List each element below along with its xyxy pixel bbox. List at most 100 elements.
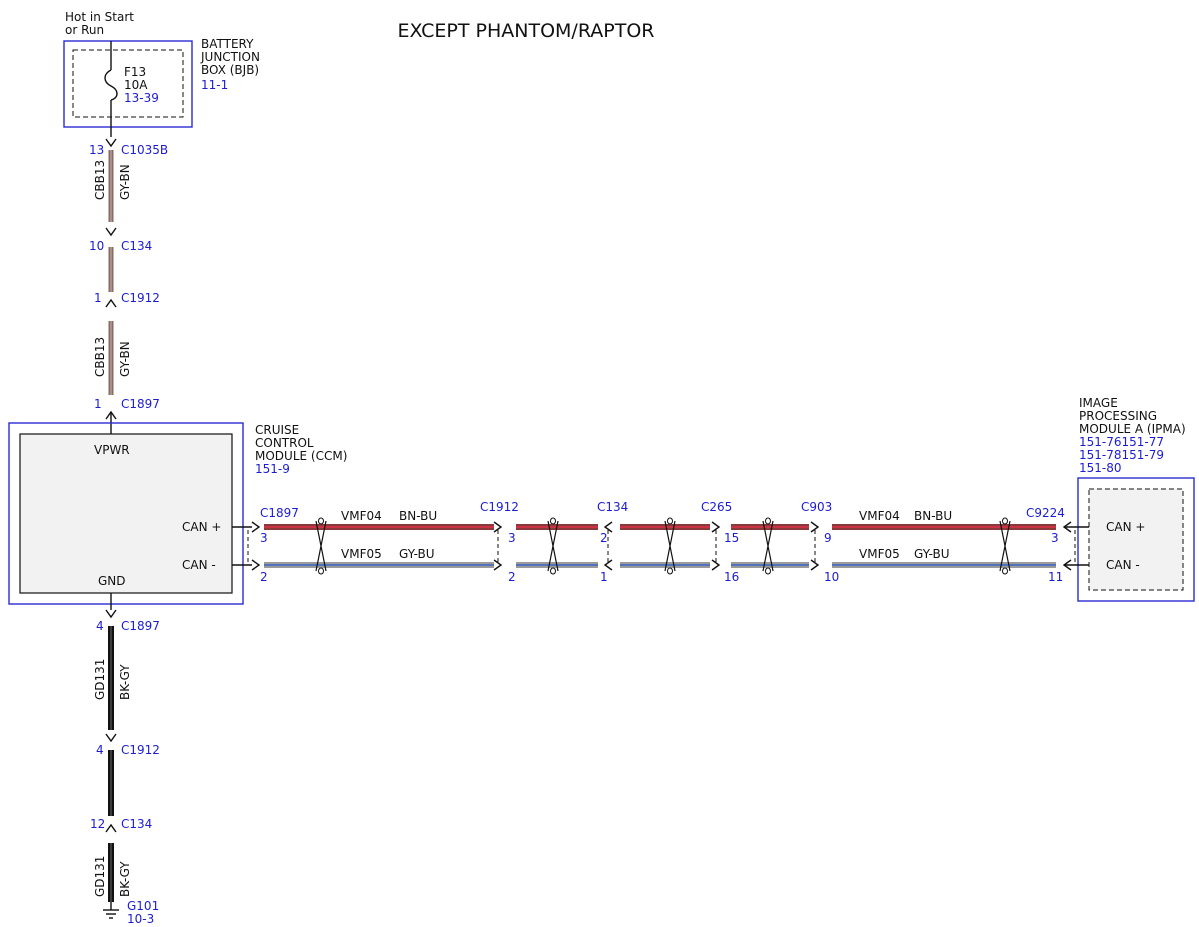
connector-arrow-left: [603, 521, 613, 533]
power-circuit-id-2: CBB13: [93, 337, 107, 377]
ccm-name-3: MODULE (CCM): [255, 449, 347, 463]
power-circuit-id-1: CBB13: [93, 160, 107, 200]
ipma-ref-3: 151-80: [1079, 461, 1122, 475]
can-conn-name-c9224: C9224: [1026, 506, 1065, 520]
power-source-label-1: Hot in Start: [65, 10, 134, 24]
can-conn-name-c903: C903: [801, 500, 832, 514]
power-source-label-2: or Run: [65, 23, 104, 37]
conn-name-c1035b: C1035B: [121, 143, 168, 157]
ipma-body: [1088, 488, 1184, 591]
ipma-outline: [1077, 477, 1195, 602]
ground-id: G101: [127, 899, 159, 913]
can-conn-plus-pin-c1897: 3: [260, 531, 268, 545]
ipma-pin-can-minus: CAN -: [1106, 558, 1140, 572]
connector-arrow-right: [251, 521, 261, 533]
can-conn-plus-pin-c134: 2: [600, 531, 608, 545]
ipma-name-3: MODULE A (IPMA): [1079, 422, 1186, 436]
can-bus: C1897 3 2 C1912 3 2 C134 2 1 C265 15 16 …: [232, 500, 1089, 584]
can-minus-circuit-1: VMF05: [341, 547, 382, 561]
can-conn-name-c1897: C1897: [260, 506, 299, 520]
ccm-pin-gnd: GND: [98, 574, 126, 588]
bjb-inner-dashed: [72, 49, 184, 118]
ccm-body: [19, 433, 233, 594]
connector-arrow-up: [105, 298, 117, 308]
ipma-name-2: PROCESSING: [1079, 409, 1157, 423]
twisted-pair-symbol: [762, 520, 774, 572]
can-conn-plus-pin-c265: 15: [724, 531, 739, 545]
gnd-conn-name-c1897: C1897: [121, 619, 160, 633]
can-minus-color-1: GY-BU: [399, 547, 435, 561]
fuse-symbol: [104, 69, 118, 101]
fuse-ref: 13-39: [124, 91, 159, 105]
ccm-pin-vpwr: VPWR: [94, 443, 130, 457]
connector-arrow-down: [105, 227, 117, 237]
connector-arrow-right: [711, 559, 721, 571]
ground-circuit-color-1: BK-GY: [118, 664, 132, 700]
bjb-name-2: JUNCTION: [200, 50, 260, 64]
can-plus-circuit-2: VMF04: [859, 509, 900, 523]
connector-arrow-left: [603, 559, 613, 571]
power-circuit-color-1: GY-BN: [118, 164, 132, 200]
gnd-conn-name-c1912: C1912: [121, 743, 160, 757]
can-minus-color-2: GY-BU: [914, 547, 950, 561]
gnd-conn-name-c134: C134: [121, 817, 152, 831]
ccm-name-2: CONTROL: [255, 436, 314, 450]
conn-pin-c134: 10: [89, 239, 104, 253]
can-conn-minus-pin-c903: 10: [824, 570, 839, 584]
connector-arrow-right: [493, 521, 503, 533]
ccm-pin-can-minus: CAN -: [182, 558, 216, 572]
conn-name-c1897: C1897: [121, 397, 160, 411]
ipma-pin-can-plus: CAN +: [1106, 520, 1145, 534]
connector-arrow-right: [810, 559, 820, 571]
diagram-title: EXCEPT PHANTOM/RAPTOR: [398, 20, 655, 42]
can-plus-circuit-1: VMF04: [341, 509, 382, 523]
ccm-pin-can-plus: CAN +: [182, 520, 221, 534]
twisted-pair-symbol: [315, 520, 327, 572]
gnd-conn-pin-c1912: 4: [96, 743, 104, 757]
power-circuit-color-2: GY-BN: [118, 341, 132, 377]
conn-name-c1912: C1912: [121, 291, 160, 305]
can-conn-minus-pin-c265: 16: [724, 570, 739, 584]
connector-arrow-right: [711, 521, 721, 533]
connector-arrow-right: [810, 521, 820, 533]
connector-arrow-up: [105, 823, 117, 833]
gnd-conn-pin-c1897: 4: [96, 619, 104, 633]
ground-ref: 10-3: [127, 912, 154, 926]
ipma-ref-1: 151-76151-77: [1079, 435, 1164, 449]
bjb-outline: [63, 40, 193, 128]
connector-arrow-right: [251, 559, 261, 571]
can-conn-plus-pin-c1912: 3: [508, 531, 516, 545]
image-processing-module: CAN + CAN - IMAGE PROCESSING MODULE A (I…: [1077, 396, 1195, 602]
ccm-ref: 151-9: [255, 462, 290, 476]
ccm-outline: [8, 422, 244, 605]
conn-pin-c1912: 1: [94, 291, 102, 305]
can-conn-minus-pin-c9224: 11: [1048, 570, 1063, 584]
can-conn-minus-pin-c134: 1: [600, 570, 608, 584]
ground-circuit-color-2: BK-GY: [118, 861, 132, 897]
bjb-name-3: BOX (BJB): [201, 63, 259, 77]
can-minus-circuit-2: VMF05: [859, 547, 900, 561]
ground-symbol-icon: [103, 909, 119, 919]
can-conn-plus-pin-c9224: 3: [1051, 531, 1059, 545]
connector-arrow-down: [105, 733, 117, 743]
twisted-pair-symbol: [547, 520, 559, 572]
conn-pin-c1897: 1: [94, 397, 102, 411]
bjb-ref: 11-1: [201, 78, 228, 92]
connector-arrow-right: [493, 559, 503, 571]
can-conn-name-c134: C134: [597, 500, 628, 514]
cruise-control-module: VPWR CAN + CAN - GND CRUISE CONTROL MODU…: [8, 422, 347, 605]
conn-name-c134: C134: [121, 239, 152, 253]
ground-circuit-id-1: GD131: [93, 659, 107, 700]
power-wire: 13 C1035B 10 C134 1 C1912 1 C1897 CBB13 …: [89, 41, 168, 434]
ccm-name-1: CRUISE: [255, 423, 299, 437]
connector-arrow-down: [105, 138, 117, 148]
ground-wire: 4 C1897 4 C1912 12 C134 GD131 BK-GY GD13…: [90, 593, 160, 926]
can-conn-name-c1912: C1912: [480, 500, 519, 514]
can-plus-color-1: BN-BU: [399, 509, 437, 523]
twisted-pair-symbol: [664, 520, 676, 572]
ipma-name-1: IMAGE: [1079, 396, 1118, 410]
battery-junction-box: BATTERY JUNCTION BOX (BJB) 11-1 F13 10A …: [63, 37, 260, 128]
gnd-conn-pin-c134: 12: [90, 817, 105, 831]
conn-pin-c1035b: 13: [89, 143, 104, 157]
